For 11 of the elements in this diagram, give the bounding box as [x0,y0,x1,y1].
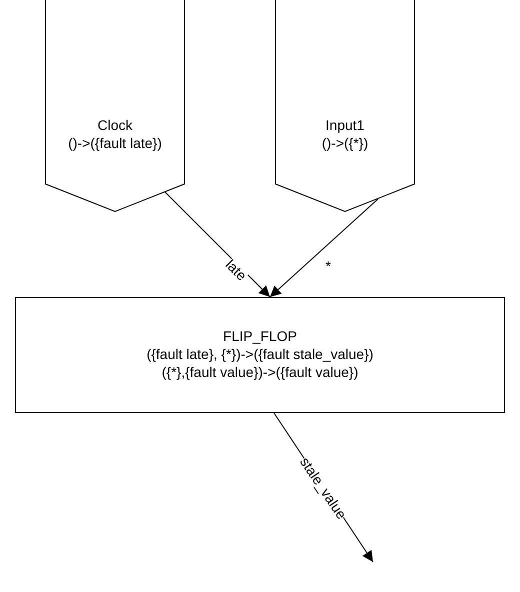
arrow [270,198,378,298]
node-title: FLIP_FLOP [222,327,298,345]
node-signature: ({*},{fault value})->({fault value}) [160,363,360,381]
node-signature: ({fault late}, {*})->({fault stale_value}) [146,345,374,363]
node-title: Input1 [324,116,366,134]
pentagon-node [275,0,415,212]
node-signature: ()->({fault late}) [67,134,163,152]
node-title: Clock [96,116,134,134]
node-signature: ()->({*}) [320,134,370,152]
pentagon-node [45,0,185,212]
process-box [15,297,505,413]
